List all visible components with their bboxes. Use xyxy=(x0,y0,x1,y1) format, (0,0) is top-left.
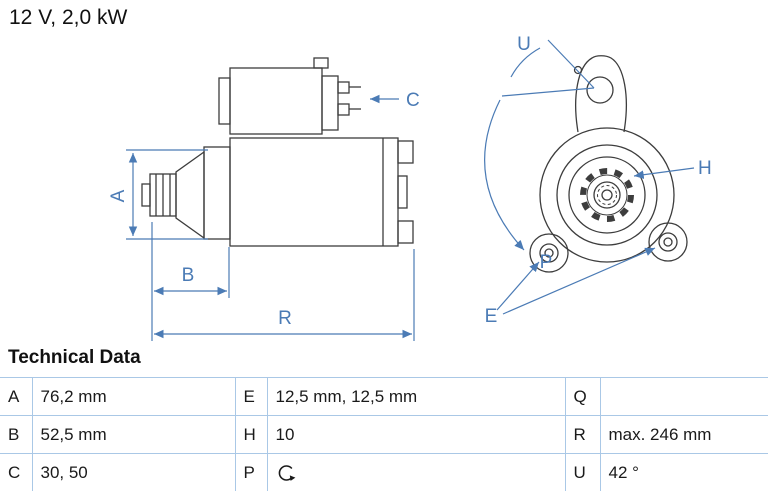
dim-label-h: H xyxy=(698,158,712,179)
leader-line-h xyxy=(633,167,695,179)
terminal-stud xyxy=(337,103,350,116)
cell-key-b: B xyxy=(0,415,33,454)
dim-label-c: C xyxy=(406,90,420,111)
rotation-arc-p xyxy=(484,99,525,251)
cell-key-q: Q xyxy=(564,377,601,416)
cell-value-e: 12,5 mm, 12,5 mm xyxy=(266,377,566,416)
cell-key-r: R xyxy=(564,415,601,454)
cell-key-h: H xyxy=(234,415,268,454)
cell-key-u: U xyxy=(564,453,601,491)
dim-label-p: P xyxy=(540,252,553,273)
terminal-stud xyxy=(337,81,350,94)
cell-key-a: A xyxy=(0,377,33,416)
technical-data-heading: Technical Data xyxy=(8,347,141,368)
end-view-part xyxy=(529,55,688,273)
solenoid-cap xyxy=(313,57,329,69)
cell-key-p: P xyxy=(234,453,268,491)
dim-label-r: R xyxy=(278,308,292,329)
technical-drawing: A B R C xyxy=(108,34,712,341)
cell-key-e: E xyxy=(234,377,268,416)
dim-label-e: E xyxy=(485,306,498,327)
bolt-lobe xyxy=(648,222,688,262)
bolt-lobe xyxy=(529,233,569,273)
bracket-hole xyxy=(586,76,614,104)
gear-teeth xyxy=(580,168,634,222)
page-title: 12 V, 2,0 kW xyxy=(9,6,128,29)
rotation-direction-icon xyxy=(278,464,295,481)
cell-key-c: C xyxy=(0,453,33,491)
cell-value-a: 76,2 mm xyxy=(31,377,236,416)
cell-value-r: max. 246 mm xyxy=(599,415,768,454)
dim-label-a: A xyxy=(108,189,129,202)
angle-line-u xyxy=(501,87,595,97)
cell-value-p xyxy=(266,453,566,491)
dim-label-u: U xyxy=(517,34,531,55)
side-view-part xyxy=(141,57,414,247)
end-view-annotations xyxy=(484,39,695,315)
technical-data-table: A 76,2 mm E 12,5 mm, 12,5 mm Q B 52,5 mm… xyxy=(0,377,768,491)
angle-arc-u xyxy=(510,47,541,78)
cell-value-u: 42 ° xyxy=(599,453,768,491)
cell-value-c: 30, 50 xyxy=(31,453,236,491)
leader-line-e xyxy=(496,261,540,311)
table-row: C 30, 50 P U 42 ° xyxy=(0,453,768,491)
table-row: B 52,5 mm H 10 R max. 246 mm xyxy=(0,415,768,454)
side-view-dimensions xyxy=(126,94,415,341)
angle-line-u xyxy=(547,39,595,89)
cell-value-q xyxy=(599,377,768,416)
table-row: A 76,2 mm E 12,5 mm, 12,5 mm Q xyxy=(0,377,768,416)
dim-label-b: B xyxy=(182,265,195,286)
cell-value-b: 52,5 mm xyxy=(31,415,236,454)
leader-line-e xyxy=(502,247,656,315)
cell-value-h: 10 xyxy=(266,415,566,454)
